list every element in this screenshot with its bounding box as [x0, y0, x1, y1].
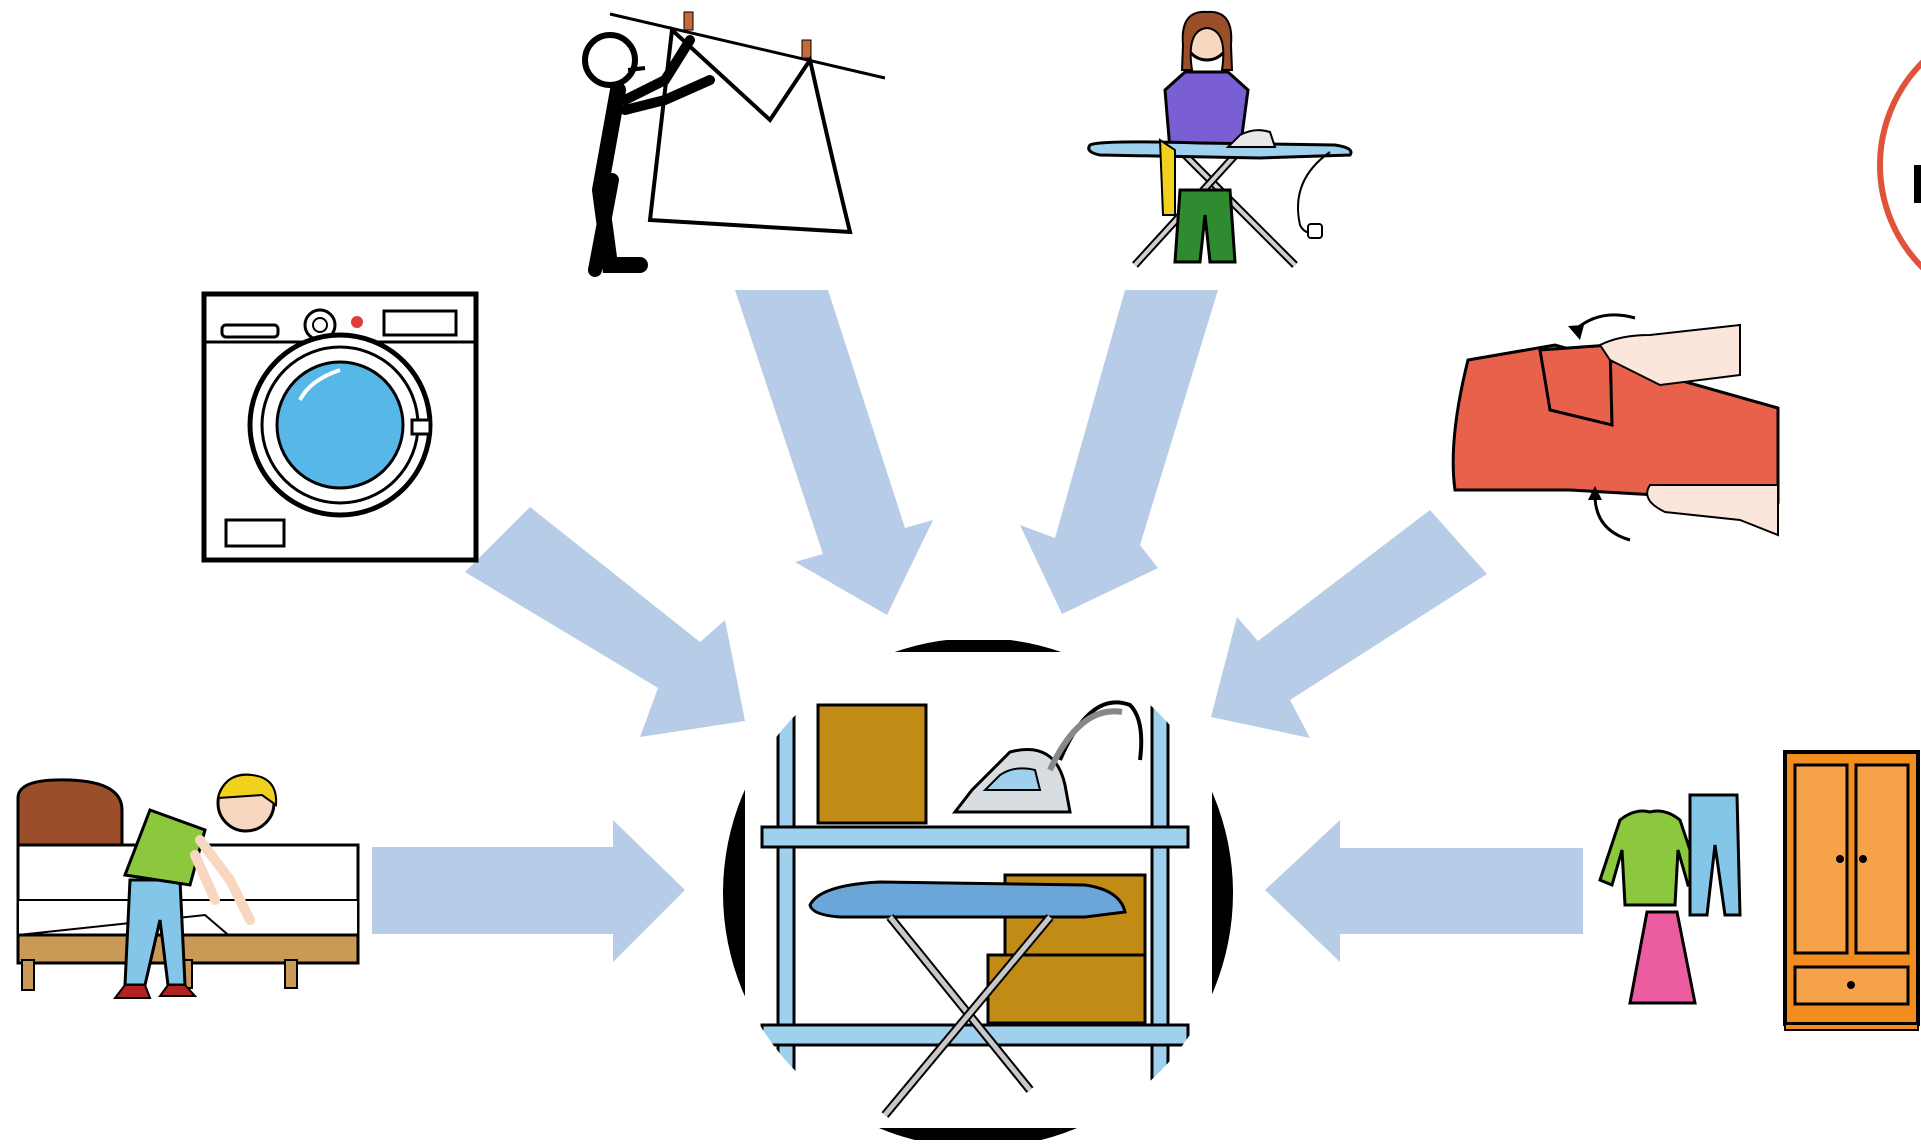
arrow-from-ironing: [1020, 290, 1218, 614]
arrow-from-put-away: [1265, 820, 1583, 962]
arrow-from-folding: [1211, 510, 1487, 738]
washing-machine-icon: [201, 291, 479, 563]
folding-shirt-icon: [1451, 313, 1780, 542]
person-ironing-icon: [1087, 10, 1353, 268]
arrow-from-hang-laundry: [735, 290, 933, 615]
arrow-from-make-bed: [372, 820, 685, 962]
person-hanging-laundry-icon: [582, 11, 886, 277]
arrow-from-washing-machine: [465, 507, 745, 737]
red-circle-badge-icon: [1877, 59, 1921, 271]
clothes-and-wardrobe-icon: [1598, 750, 1920, 1031]
person-making-bed-icon: [16, 773, 360, 999]
laundry-room-shelf-with-iron-and-ironing-board-icon: [723, 640, 1233, 1140]
